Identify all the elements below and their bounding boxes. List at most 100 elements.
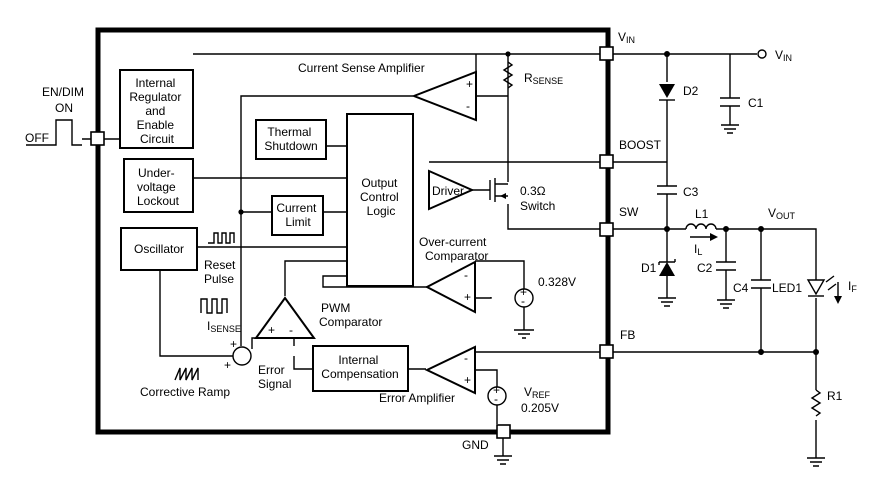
v0328-plus-sign: + — [520, 285, 527, 299]
diode-d2 — [659, 84, 675, 101]
external-wiring — [502, 53, 817, 458]
pin-gnd-label: GND — [462, 438, 489, 452]
ea-plus-sign: + — [464, 373, 471, 387]
gnd-ground-icon — [494, 455, 512, 465]
pwm-plus-sign: + — [268, 323, 275, 337]
switch-mosfet — [489, 178, 508, 202]
il-label: IL — [694, 242, 702, 257]
block-internal-compensation-text: Internal Compensation — [321, 353, 398, 381]
csa-plus-sign: + — [466, 77, 473, 91]
vin-terminal — [757, 49, 767, 59]
block-thermal-shutdown — [255, 119, 327, 160]
error-signal-label: Error Signal — [258, 363, 291, 391]
sum-plus-top: + — [230, 337, 237, 351]
pin-fb — [599, 344, 614, 359]
pin-sw — [599, 222, 614, 237]
inductor-l1 — [685, 223, 717, 230]
led-led1 — [806, 275, 837, 297]
corrective-ramp-label: Corrective Ramp — [140, 385, 230, 399]
block-output-control-logic-text: Output Control Logic — [360, 176, 402, 218]
v0328-source — [514, 288, 534, 308]
d1-label: D1 — [641, 261, 657, 275]
v0328-minus-sign: - — [521, 294, 525, 308]
c1-ground-icon — [721, 124, 739, 134]
internal-junctions — [238, 51, 511, 215]
en-dim-waveform — [26, 119, 82, 146]
external-junctions — [664, 51, 819, 355]
block-internal-compensation — [312, 345, 409, 392]
block-internal-regulator-text: Internal Regulator and Enable Circuit — [129, 76, 184, 146]
v0328-label: 0.328V — [538, 275, 576, 289]
error-amplifier-label: Error Amplifier — [379, 391, 455, 405]
ea-minus-sign: - — [464, 351, 468, 365]
corrective-ramp-waveform — [174, 367, 199, 381]
driver — [428, 169, 475, 211]
reset-pulse-label: Reset Pulse — [204, 258, 239, 286]
rsense-label: RSENSE — [524, 71, 563, 86]
block-oscillator — [120, 227, 198, 271]
pin-boost-label: BOOST — [619, 138, 662, 152]
diode-d1 — [658, 259, 676, 276]
r1-ground-icon — [807, 457, 825, 467]
resistor-r1 — [810, 389, 822, 417]
capacitor-c4 — [751, 279, 771, 289]
block-internal-regulator — [119, 69, 194, 149]
summing-junction — [232, 346, 252, 366]
capacitor-c1 — [720, 97, 740, 107]
capacitor-c3 — [657, 185, 677, 195]
pwm-minus-sign: - — [289, 323, 293, 337]
d2-label: D2 — [683, 84, 699, 98]
occ-minus-sign: - — [464, 268, 468, 282]
current-sense-amplifier-label: Current Sense Amplifier — [298, 61, 425, 75]
rsense-resistor — [502, 61, 514, 89]
pin-boost — [599, 154, 614, 169]
block-current-limit — [271, 195, 324, 236]
il-arrow-head — [710, 233, 718, 241]
pin-vin-label: VIN — [618, 30, 635, 45]
c2-label: C2 — [697, 261, 713, 275]
if-arrow-head — [834, 296, 842, 304]
vref-value: 0.205V — [521, 401, 559, 415]
isense-label: ISENSE — [207, 319, 241, 334]
pin-sw-label: SW — [619, 205, 639, 219]
isense-waveform — [200, 298, 228, 314]
error-amplifier — [424, 345, 476, 395]
on-label: ON — [55, 101, 73, 115]
vref-plus-sign: + — [493, 383, 500, 397]
capacitor-c2 — [716, 261, 736, 271]
block-oscillator-text: Oscillator — [134, 242, 184, 256]
pin-vin — [599, 46, 614, 61]
d1-ground-icon — [658, 297, 676, 307]
led1-label: LED1 — [772, 281, 802, 295]
vref-label: VREF — [524, 385, 551, 400]
r1-label: R1 — [827, 389, 843, 403]
pin-fb-label: FB — [620, 328, 635, 342]
c2-ground-icon — [717, 299, 735, 309]
if-label: IF — [848, 279, 857, 294]
over-current-comparator — [424, 260, 476, 314]
block-current-limit-text: Current Limit — [276, 201, 319, 229]
oscillator-clock-waveform — [208, 232, 235, 244]
block-thermal-shutdown-text: Thermal Shutdown — [264, 125, 317, 153]
switch-label: Switch — [520, 199, 555, 213]
switch-resistance: 0.3Ω — [520, 184, 546, 198]
vref-minus-sign: - — [494, 392, 498, 406]
off-label: OFF — [25, 131, 49, 145]
pin-gnd — [496, 424, 511, 439]
c1-label: C1 — [748, 96, 764, 110]
c3-label: C3 — [683, 185, 699, 199]
csa-minus-sign: - — [466, 99, 470, 113]
vref-source — [487, 386, 507, 406]
block-output-control-logic — [346, 113, 414, 287]
block-undervoltage-lockout — [123, 158, 194, 213]
vin-terminal-label: VIN — [775, 48, 792, 63]
pin-en-dim-label: EN/DIM — [42, 85, 84, 99]
sum-plus-left: + — [224, 358, 231, 372]
occ-plus-sign: + — [464, 290, 471, 304]
c4-label: C4 — [733, 281, 749, 295]
l1-label: L1 — [695, 207, 709, 221]
over-current-comparator-label: Over-current Comparator — [419, 235, 490, 263]
pin-en-dim — [90, 131, 105, 146]
pwm-comparator-label: PWM Comparator — [319, 301, 382, 329]
